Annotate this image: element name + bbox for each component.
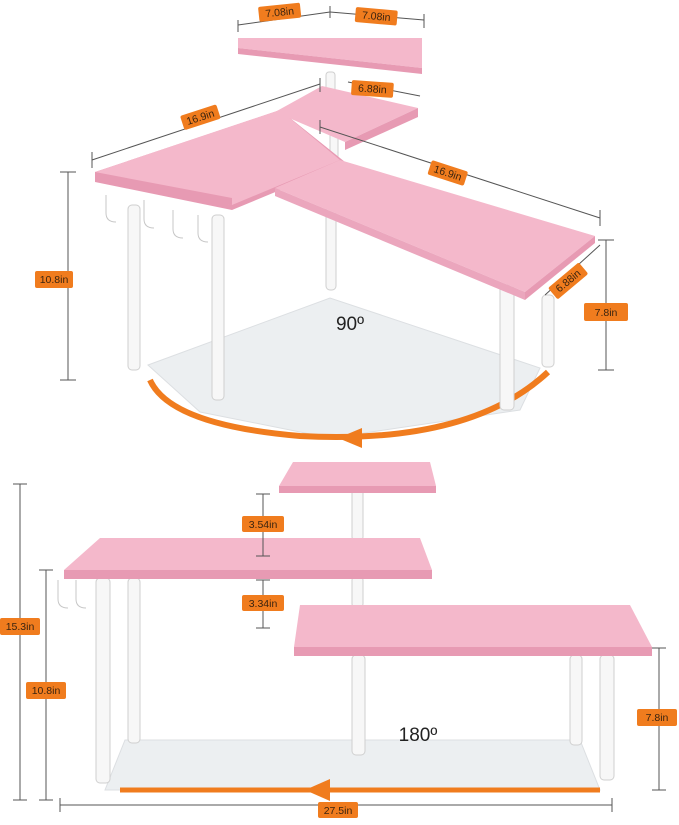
- dim-label-text: 10.8in: [32, 685, 61, 697]
- leg: [541, 294, 555, 368]
- dim-height-mid-straight: 10.8in: [26, 682, 66, 699]
- leg: [351, 489, 364, 541]
- dim-long-left: 16.9in: [180, 104, 221, 130]
- dim-label-text: 7.08in: [361, 10, 391, 24]
- dim-height-total-straight: 15.3in: [0, 618, 40, 635]
- dim-label-text: 15.3in: [6, 621, 35, 633]
- angle-label-180: 180º: [399, 725, 438, 746]
- rotation-arrow-head: [305, 779, 330, 801]
- hook: [106, 195, 117, 222]
- leg: [211, 214, 225, 401]
- dim-long-right: 16.9in: [427, 160, 468, 186]
- corner-base-plate: [147, 297, 541, 439]
- corner-main-shelf: [95, 110, 595, 300]
- angle-label-90: 90º: [336, 314, 364, 335]
- dim-height-total: 10.8in: [35, 271, 73, 288]
- hook: [58, 580, 69, 608]
- straight-top-shelf: [279, 462, 436, 493]
- hook: [198, 215, 209, 242]
- hooks: [58, 580, 87, 608]
- dim-label-text: 27.5in: [324, 805, 353, 817]
- dim-top-width-a: 7.08in: [258, 2, 302, 22]
- corner-middle-shelf: [275, 86, 418, 150]
- straight-view: 3.54in 3.34in 15.3in 10.8in 7.8in 27.5in…: [0, 462, 677, 818]
- straight-legs: [95, 489, 615, 784]
- dim-label-text: 7.8in: [646, 712, 669, 724]
- straight-lower-shelf: [294, 605, 652, 656]
- leg: [351, 654, 366, 756]
- dim-label-text: 3.34in: [249, 598, 278, 610]
- straight-middle-shelf: [64, 538, 432, 579]
- rotation-arc-90: [147, 369, 551, 440]
- dim-height-right-straight: 7.8in: [637, 709, 677, 726]
- dim-mid-depth: 6.88in: [351, 80, 394, 98]
- corner-view: 7.08in 7.08in 6.88in 16.9in 16.9in 6.88i…: [35, 2, 628, 448]
- dim-label-text: 7.8in: [595, 307, 618, 319]
- dim-width-total: 27.5in: [318, 802, 358, 818]
- dim-label-text: 7.08in: [265, 5, 295, 20]
- rotation-arrow-head: [338, 428, 362, 448]
- dim-top-width-b: 7.08in: [354, 7, 398, 26]
- leg: [127, 577, 141, 744]
- hook: [144, 200, 155, 228]
- dim-gap-upper: 3.54in: [242, 516, 284, 532]
- dim-label-text: 3.54in: [249, 519, 278, 531]
- leg: [569, 654, 583, 746]
- leg: [351, 576, 364, 608]
- dim-gap-lower: 3.34in: [242, 595, 284, 611]
- leg: [127, 204, 141, 371]
- hook: [173, 210, 184, 238]
- dim-height-right: 7.8in: [584, 303, 628, 321]
- right-shelf-top: [275, 160, 595, 292]
- dim-label-text: 6.88in: [358, 82, 388, 96]
- hooks: [106, 195, 209, 242]
- corner-top-shelf: [238, 38, 422, 74]
- leg: [499, 284, 515, 411]
- leg: [95, 577, 111, 784]
- hook: [76, 580, 87, 608]
- dim-label-text: 10.8in: [40, 274, 69, 286]
- leg: [599, 654, 615, 781]
